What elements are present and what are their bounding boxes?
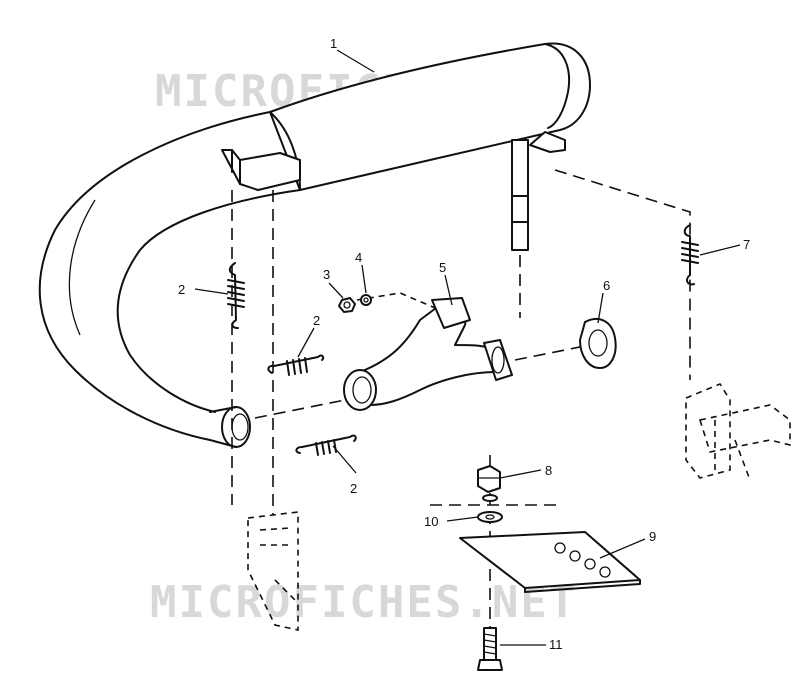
- callout-10: 10: [424, 514, 438, 529]
- plate-part-9: [459, 531, 641, 593]
- manifold-part-5: [343, 297, 513, 411]
- spring-part-2-lower: [295, 434, 357, 456]
- callout-9: 9: [649, 529, 656, 544]
- frame-bracket-left: [247, 511, 299, 631]
- watermark-bottom: MICROFICHES.NET: [150, 577, 577, 628]
- callout-8: 8: [545, 463, 552, 478]
- spring-part-2-middle: [267, 354, 325, 376]
- washer-part-10: [477, 511, 503, 523]
- nut-part-3: [338, 297, 356, 313]
- callout-6: 6: [603, 278, 610, 293]
- callout-5: 5: [439, 260, 446, 275]
- callout-3: 3: [323, 267, 330, 282]
- assembly-lines: [231, 169, 691, 630]
- callout-labels: 1 2 2 2 3 4 5 6 7 8 9 10 11: [178, 36, 750, 652]
- leader-lines: [194, 49, 741, 646]
- spring-part-2-left: [227, 262, 245, 329]
- callout-4: 4: [355, 250, 362, 265]
- bolt-part-11: [477, 627, 503, 671]
- washer-small: [482, 494, 498, 502]
- callout-7: 7: [743, 237, 750, 252]
- callout-2-lower: 2: [350, 481, 357, 496]
- callout-11: 11: [549, 637, 563, 652]
- gasket-part-6: [579, 318, 617, 369]
- washer-part-4: [360, 294, 372, 306]
- spring-part-7: [681, 224, 699, 286]
- muffler-part-1: [38, 42, 591, 448]
- nut-part-8: [477, 465, 501, 493]
- callout-2-left: 2: [178, 282, 185, 297]
- frame-bracket-right: [685, 383, 791, 481]
- callout-1: 1: [330, 36, 337, 51]
- callout-2-middle: 2: [313, 313, 320, 328]
